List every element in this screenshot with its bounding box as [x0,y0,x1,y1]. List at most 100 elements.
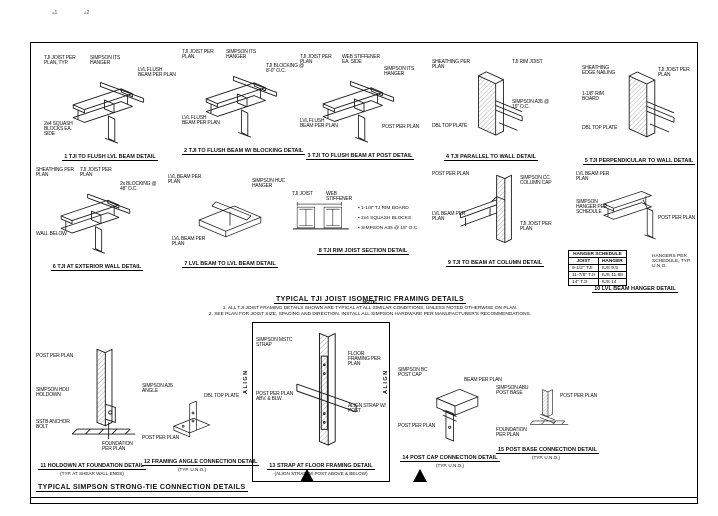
detail-subcaption: (TYP. U.N.O.) [532,455,560,460]
framing-title-wrap: TYPICAL TJI JOIST ISOMETRIC FRAMING DETA… [240,288,500,306]
annotation: FLOOR FRAMING PER PLAN [348,351,381,367]
annotation: SIMPSON HUC HANGER [252,178,286,189]
framing-detail-7: LVL BEAM PER PLAN SIMPSON HUC HANGER LVL… [168,175,292,268]
connection-detail-14: SIMPSON BC POST CAP BEAM PER PLAN POST P… [398,368,502,469]
annotation: TJI JOIST PER PLAN [520,221,552,232]
annotation: LVL BEAM PER PLAN [432,211,466,222]
schedule-cell: IUS 14 [597,278,627,286]
schedule-cell: 14" TJI [568,278,599,286]
align-arrow-icon [300,469,314,482]
note-line: 1. ALL TJI JOIST FRAMING DETAILS SHOWN A… [222,306,518,311]
table-row: 14" TJI IUS 14 [568,278,627,286]
framing-detail-3: TJI JOIST PER PLAN WEB STIFFENER EA. SID… [300,54,420,160]
annotation: LVL BEAM PER PLAN [576,171,610,182]
annotation: WEB STIFFENER EA. SIDE [342,54,380,65]
schedule-cell: 11-7/8" TJI [568,271,599,279]
connection-detail-11: POST PER PLAN SIMPSON HDU HOLDOWN SSTB A… [36,344,148,476]
annotation: TJI JOIST PER PLAN, TYP. [44,55,76,66]
framing-detail-8: TJI JOIST WEB STIFFENER 1-1/8" TJ RIM BO… [292,191,434,255]
isometric-drawing [596,68,688,148]
annotation: TJI RIM JOIST [512,59,543,65]
detail-caption: 11 HOLDOWN AT FOUNDATION DETAIL [38,463,146,470]
alignment-box [252,322,390,482]
annotation: TJI JOIST PER PLAN [80,167,112,178]
detail-caption: 14 POST CAP CONNECTION DETAIL [400,455,500,462]
annotation: 1-1/8" RIM BOARD [582,91,604,102]
framing-detail-1: TJI JOIST PER PLAN, TYP. SIMPSON ITS HAN… [44,55,176,161]
annotation: TJI JOIST PER PLAN [658,67,690,78]
annotation: POST PER PLAN [560,393,598,399]
framing-detail-6: SHEATHING PER PLAN TJI JOIST PER PLAN 2x… [36,167,158,271]
isometric-drawing [192,62,294,142]
annotation: POST PER PLAN [432,171,470,177]
framing-details-title: TYPICAL TJI JOIST ISOMETRIC FRAMING DETA… [273,296,467,304]
annotation: POST PER PLAN [658,215,696,221]
annotation: SIMPSON ABU POST BASE [496,385,529,396]
note-label: NOTE: [362,300,378,305]
annotation: FOUNDATION PER PLAN [102,441,133,452]
table-row: 9-1/2" TJI IUS 9.5 [568,264,627,272]
sheet-border [30,42,698,504]
connection-details-title: TYPICAL SIMPSON STRONG-TIE CONNECTION DE… [36,484,248,492]
keynote: SIMPSON A35 @ 16" O.C. [358,226,434,231]
annotation: TJI JOIST PER PLAN [300,54,332,65]
connection-detail-13: SIMPSON MSTC STRAP FLOOR FRAMING PER PLA… [256,330,386,476]
detail-caption: 4 TJI PARALLEL TO WALL DETAIL [444,154,538,161]
framing-detail-9: POST PER PLAN SIMPSON CC COLUMN CAP LVL … [432,166,558,267]
connection-detail-15: SIMPSON ABU POST BASE POST PER PLAN FOUN… [496,384,599,460]
annotation: SIMPSON ITS HANGER [384,66,415,77]
annotation: SIMPSON HANGER PER SCHEDULE [576,199,608,215]
schedule-cell: IUS 11.88 [597,271,627,279]
framing-detail-2: TJI JOIST PER PLAN SIMPSON ITS HANGER TJ… [182,49,306,155]
hanger-schedule-table: HANGER SCHEDULE JOIST HANGER 9-1/2" TJI … [568,250,627,286]
annotation: POST PER PLAN ABV. & BLW. [256,391,294,402]
section-drawing [292,198,354,238]
annotation: WALL BELOW [36,231,67,237]
annotation: SSTB ANCHOR BOLT [36,419,70,430]
revision-mark: ▵2 [84,10,90,16]
detail-subcaption: (TYP. U.N.O.) [436,463,464,468]
annotation: SHEATHING PER PLAN [36,167,74,178]
annotation: DBL TOP PLATE [432,123,468,129]
detail-caption: 8 TJI RIM JOIST SECTION DETAIL [316,248,410,255]
schedule-note: HANGERS PER SCHEDULE, TYP. U.N.O. [652,254,691,270]
detail-caption: 6 TJI AT EXTERIOR WALL DETAIL [50,264,144,271]
framing-detail-4: SHEATHING PER PLAN TJI RIM JOIST SIMPSON… [432,59,550,161]
annotation: POST PER PLAN [36,353,74,359]
annotation: SIMPSON A35 ANGLE [142,383,173,394]
detail-caption: 3 TJI TO FLUSH BEAM AT POST DETAIL [305,153,415,160]
align-label: ALIGN [243,369,249,394]
detail-subcaption: (ALIGN STRAP W/ POST ABOVE & BELOW) [274,471,368,476]
annotation: LVL FLUSH BEAM PER PLAN [182,115,220,126]
annotation: POST PER PLAN [142,435,180,441]
annotation: 2x BLOCKING @ 48" O.C. [120,181,157,192]
annotation: POST PER PLAN [382,124,420,130]
annotation: ALIGN STRAP W/ POST [348,403,386,414]
detail-caption: 9 TJI TO BEAM AT COLUMN DETAIL [445,260,545,267]
schedule-col-hanger: HANGER [597,257,627,265]
detail-subcaption: (TYP. AT SHEAR WALL ENDS) [60,471,124,476]
annotation: LVL FLUSH BEAM PER PLAN [138,67,176,78]
annotation: SHEATHING EDGE NAILING [582,65,616,76]
schedule-title: HANGER SCHEDULE [568,250,627,258]
title-rule [30,497,698,498]
annotation: 2x4 SQUASH BLOCKS EA. SIDE [44,121,73,137]
annotation: SIMPSON CC COLUMN CAP [520,175,552,186]
schedule-col-joist: JOIST [568,257,599,265]
detail-subcaption: (TYP. U.N.O.) [178,467,206,472]
detail-caption: 10 LVL BEAM HANGER DETAIL [592,286,678,293]
annotation: SIMPSON HDU HOLDOWN [36,387,70,398]
detail-caption: 12 FRAMING ANGLE CONNECTION DETAIL [142,459,260,466]
detail-caption: 7 LVL BEAM TO LVL BEAM DETAIL [182,261,278,268]
detail-caption: 13 STRAP AT FLOOR FRAMING DETAIL [267,463,375,470]
annotation: WEB STIFFENER [326,191,352,202]
general-notes: NOTE: 1. ALL TJI JOIST FRAMING DETAILS S… [180,300,560,318]
annotation: DBL TOP PLATE [204,393,240,399]
keynote: 2x4 SQUASH BLOCKS [358,216,434,221]
table-row: 11-7/8" TJI IUS 11.88 [568,271,627,279]
annotation: SIMPSON ITS HANGER [226,49,257,60]
framing-detail-10: LVL BEAM PER PLAN SIMPSON HANGER PER SCH… [576,171,696,250]
schedule-cell: IUS 9.5 [597,264,627,272]
annotation: TJI JOIST PER PLAN [182,49,214,60]
